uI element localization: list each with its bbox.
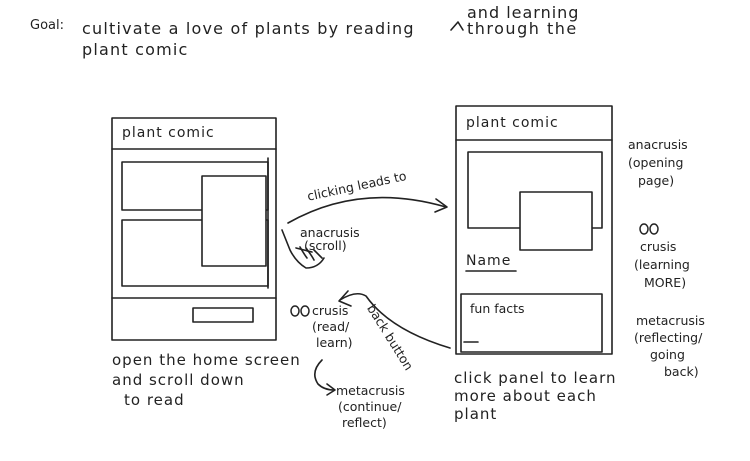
note-crusis-learning-2: (learning	[634, 257, 690, 272]
note-anacrusis-opening-2: (opening	[628, 155, 684, 170]
left-phone-frame	[111, 117, 277, 341]
eyes-icon	[290, 223, 659, 317]
goal-insert-line-1: and learning	[467, 3, 580, 22]
right-phone-title: plant comic	[466, 115, 559, 131]
goal-label: Goal:	[30, 18, 64, 33]
note-crusis-learning-3: MORE)	[644, 275, 687, 290]
goal-line-2: plant comic	[82, 40, 189, 59]
right-phone-frame	[455, 105, 613, 355]
note-metacrusis-continue-3: reflect)	[342, 415, 387, 430]
left-phone-title: plant comic	[122, 125, 215, 141]
note-anacrusis-scroll-1: anacrusis	[300, 225, 360, 240]
note-anacrusis-opening-1: anacrusis	[628, 137, 688, 152]
left-caption-line-1: open the home screen	[112, 351, 301, 369]
left-caption-line-2: and scroll down	[112, 371, 245, 389]
note-metacrusis-reflecting-4: back)	[664, 364, 699, 379]
right-name-label: Name	[466, 253, 512, 269]
arrow-back-button	[339, 292, 451, 349]
left-panel-button	[192, 307, 254, 323]
note-metacrusis-continue-2: (continue/	[338, 399, 402, 414]
note-metacrusis-reflecting-3: going	[650, 347, 685, 362]
note-metacrusis-reflecting-1: metacrusis	[636, 313, 705, 328]
right-fun-facts-panel	[460, 293, 603, 353]
note-metacrusis-reflecting-2: (reflecting/	[634, 330, 703, 345]
goal-line-1: cultivate a love of plants by reading	[82, 19, 415, 38]
arrow-clicking-leads-to	[287, 196, 447, 224]
note-crusis-learning-1: crusis	[640, 239, 677, 254]
right-fun-facts-label: fun facts	[470, 301, 525, 316]
right-overlay-card	[519, 191, 593, 251]
left-caption-line-3: to read	[124, 391, 185, 409]
left-overlay-card	[201, 175, 267, 267]
note-metacrusis-continue-1: metacrusis	[336, 383, 405, 398]
right-caption-line-1: click panel to learn	[454, 369, 617, 387]
note-anacrusis-opening-3: page)	[638, 173, 675, 188]
note-crusis-read-3: learn)	[316, 335, 353, 350]
right-caption-line-2: more about each	[454, 387, 597, 405]
arrow-crusis-to-metacrusis	[314, 359, 335, 391]
note-anacrusis-scroll-2: (scroll)	[304, 238, 347, 253]
note-crusis-read-2: (read/	[312, 319, 350, 334]
hand-scroll-icon	[281, 229, 325, 269]
right-caption-line-3: plant	[454, 405, 498, 423]
note-crusis-read-1: crusis	[312, 303, 349, 318]
goal-insert-line-2: through the	[467, 19, 578, 38]
